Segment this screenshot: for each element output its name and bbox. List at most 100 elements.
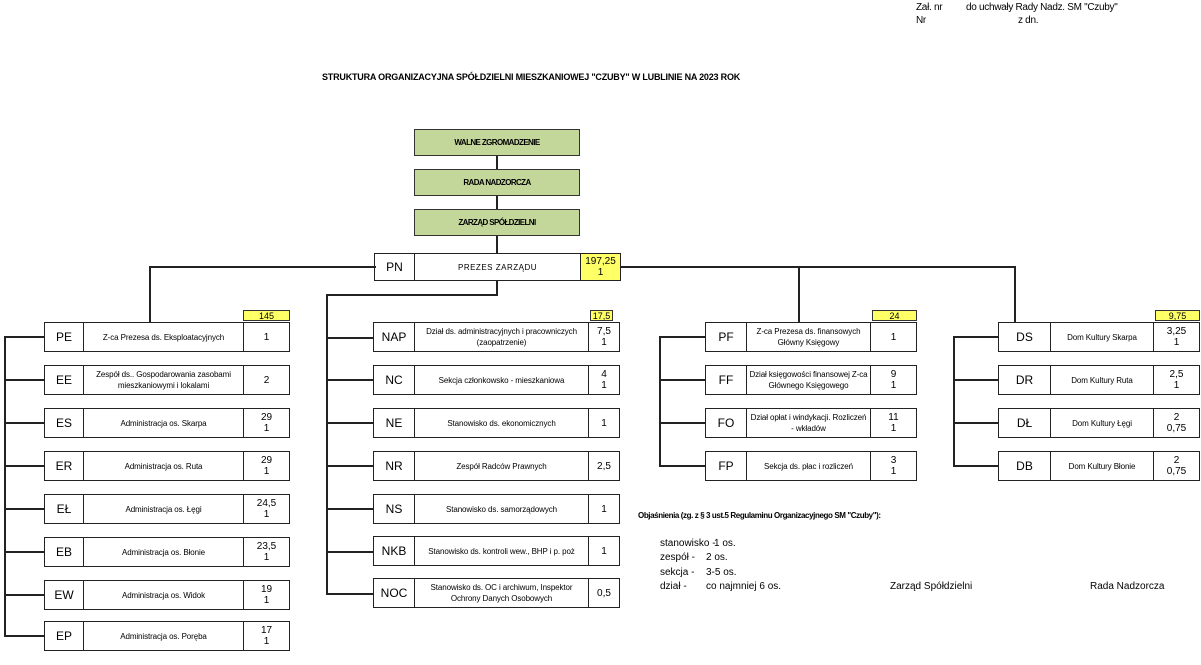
connector (659, 336, 661, 466)
connector (659, 336, 707, 338)
unit-code: FF (705, 365, 747, 395)
unit-name: Stanowisko ds. ekonomicznych (415, 408, 589, 438)
connector (326, 465, 374, 467)
page-title: STRUKTURA ORGANIZACYJNA SPÓŁDZIELNI MIES… (322, 72, 741, 82)
unit-name: Dom Kultury Łęgi (1051, 408, 1154, 438)
unit-name: Zespół Radców Prawnych (415, 451, 589, 481)
legend-desc: co najmniej 6 os. (706, 581, 782, 592)
unit-name: Stanowisko ds. OC i archiwum, Inspektor … (415, 578, 589, 608)
legend-desc: 2 os. (706, 552, 728, 563)
unit-code: DB (998, 451, 1051, 481)
connector (659, 379, 707, 381)
general-assembly-box: WALNE ZGROMADZENIE (414, 129, 580, 156)
connector (953, 336, 1000, 338)
unit-code: NAP (373, 322, 415, 352)
connector (496, 156, 498, 169)
unit-code: EB (44, 537, 84, 567)
connector (149, 266, 151, 322)
number-label: Nr (916, 15, 926, 26)
unit-name: Sekcja członkowsko - mieszkaniowa (415, 365, 589, 395)
unit-row-e0: PE Z-ca Prezesa ds. Eksploatacyjnych 1 (44, 322, 290, 352)
president-name: PREZES ZARZĄDU (415, 253, 581, 281)
unit-name: Administracja os. Błonie (84, 537, 244, 567)
unit-code: PF (705, 322, 747, 352)
unit-code: NR (373, 451, 415, 481)
unit-name: Z-ca Prezesa ds. Eksploatacyjnych (84, 322, 244, 352)
connector (620, 266, 1016, 268)
unit-row-f0: PF Z-ca Prezesa ds. finansowych Główny K… (705, 322, 917, 352)
connector (149, 266, 376, 268)
unit-code: PE (44, 322, 84, 352)
resolution-label: do uchwały Rady Nadz. SM "Czuby" (966, 2, 1118, 13)
unit-name: Dom Kultury Ruta (1051, 365, 1154, 395)
unit-name: Stanowisko ds. samorządowych (415, 494, 589, 524)
connector (496, 236, 498, 253)
unit-name: Dział opłat i windykacji. Rozliczeń - wk… (747, 408, 871, 438)
total-n: 17,5 (590, 310, 613, 321)
unit-code: ER (44, 451, 84, 481)
unit-count: 0,5 (589, 578, 620, 608)
unit-name: Administracja os. Widok (84, 580, 244, 610)
unit-row-n6: NOC Stanowisko ds. OC i archiwum, Inspek… (373, 578, 620, 608)
legend-term: stanowisko - (660, 538, 716, 549)
connector (326, 379, 374, 381)
unit-count: 1 (589, 408, 620, 438)
unit-code: EŁ (44, 494, 84, 524)
unit-name: Stanowisko ds. kontroli wew., BHP i p. p… (415, 536, 589, 566)
connector (953, 379, 1000, 381)
connector (326, 337, 374, 339)
connector (4, 422, 46, 424)
management-board-box: ZARZĄD SPÓŁDZIELNI (414, 209, 580, 236)
unit-code: EW (44, 580, 84, 610)
connector (326, 422, 374, 424)
date-label: z dn. (1018, 15, 1039, 26)
unit-code: DŁ (998, 408, 1051, 438)
unit-row-n0: NAP Dział ds. administracyjnych i pracow… (373, 322, 620, 352)
unit-count: 1 (871, 322, 917, 352)
unit-name: Dom Kultury Błonie (1051, 451, 1154, 481)
connector (496, 281, 498, 295)
connector (496, 196, 498, 209)
connector (326, 294, 498, 296)
connector (659, 465, 707, 467)
total-d: 9,75 (1155, 310, 1200, 321)
unit-name: Administracja os. Ruta (84, 451, 244, 481)
unit-count: 1 (589, 494, 620, 524)
unit-count: 2,5 (589, 451, 620, 481)
unit-count: 2 (244, 365, 290, 395)
supervisory-board-box: RADA NADZORCZA (414, 169, 580, 196)
unit-code: NOC (373, 578, 415, 608)
connector (4, 465, 46, 467)
legend-term: zespół - (660, 552, 696, 563)
connector (4, 594, 46, 596)
unit-row-f1: FF Dział księgowości finansowej Z-ca Głó… (705, 365, 917, 395)
unit-code: DS (998, 322, 1051, 352)
unit-name: Dział księgowości finansowej Z-ca Główne… (747, 365, 871, 395)
legend-desc: 3-5 os. (706, 567, 737, 578)
unit-row-n2: NE Stanowisko ds. ekonomicznych 1 (373, 408, 620, 438)
connector (953, 336, 955, 466)
unit-name: Sekcja ds. płac i rozliczeń (747, 451, 871, 481)
unit-name: Administracja os. Skarpa (84, 408, 244, 438)
connector (326, 593, 374, 595)
